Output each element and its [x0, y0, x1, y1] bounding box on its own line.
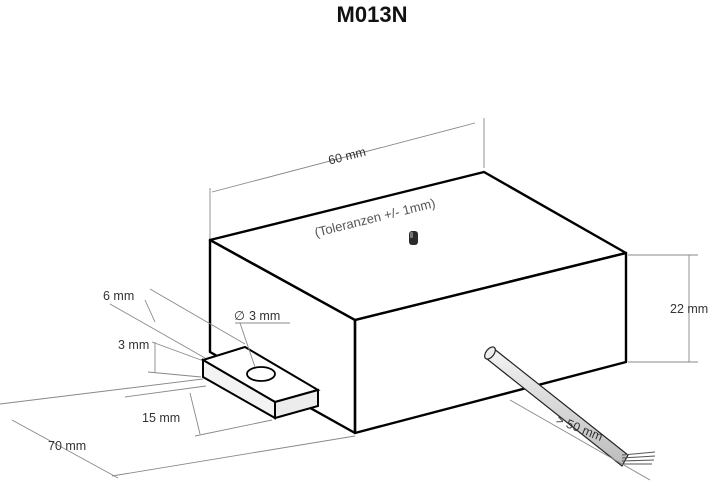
drawing-title: M013N [337, 2, 408, 27]
height-dimension: 22 mm [628, 254, 708, 363]
height-dimension-label: 22 mm [670, 302, 708, 316]
tab-thickness-label: 3 mm [118, 338, 149, 352]
cable-length-dimension: > 50 mm [509, 399, 651, 481]
tab-length-dimension: 6 mm [103, 288, 246, 359]
tolerance-note: (Toleranzen +/- 1mm) [313, 195, 437, 240]
hole-diameter-label: 3 mm [249, 309, 280, 323]
tab-length-label: 6 mm [103, 289, 134, 303]
cable [484, 346, 656, 467]
depth-label: 70 mm [48, 439, 86, 453]
tab-width-dimension: 15 mm [124, 385, 273, 437]
mounting-tab [200, 345, 321, 420]
module-housing [208, 170, 628, 435]
tab-width-label: 15 mm [142, 411, 180, 425]
mounting-hole [246, 366, 276, 382]
led-icon [409, 231, 418, 245]
depth-dimension: 70 mm [0, 378, 356, 479]
tab-thickness-dimension: 3 mm [118, 338, 202, 378]
diameter-icon: ∅ [234, 309, 245, 323]
hole-diameter-callout: ∅ 3 mm [234, 309, 290, 368]
width-dimension-label: 60 mm [327, 145, 367, 168]
